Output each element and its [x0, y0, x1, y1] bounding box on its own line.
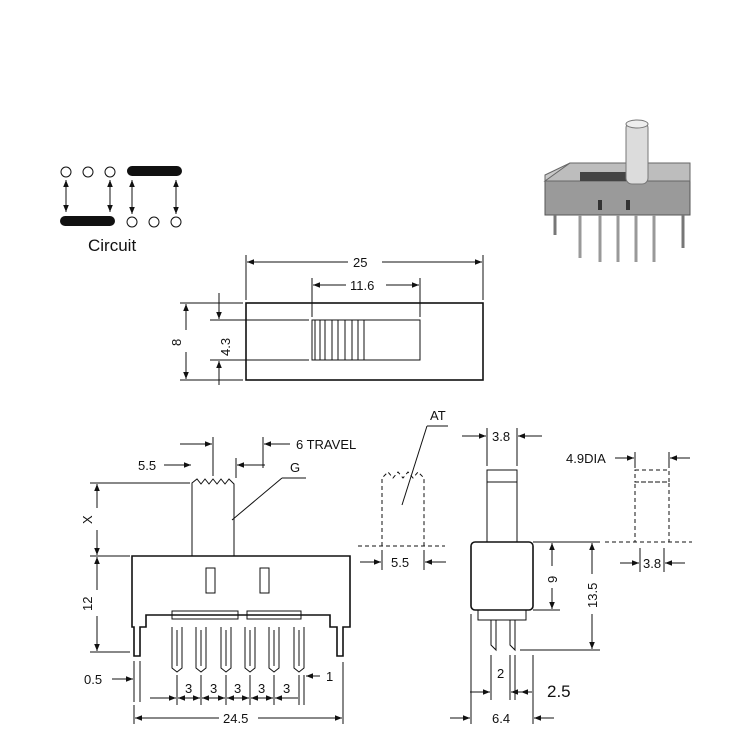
- dia-label: 4.9DIA: [566, 451, 606, 466]
- pitch-label: 3: [210, 681, 217, 696]
- body-height-label: 12: [80, 597, 95, 611]
- pitch-label: 3: [283, 681, 290, 696]
- knob-g-label: G: [290, 460, 300, 475]
- knob-offset-label: 5.5: [138, 458, 156, 473]
- travel-label: 6 TRAVEL: [296, 437, 356, 452]
- top-width-label: 25: [353, 255, 367, 270]
- at-detail: AT 5.5: [358, 408, 448, 570]
- circuit-schematic: Circuit: [60, 166, 182, 255]
- knob-width-label: 3.8: [492, 429, 510, 444]
- product-photo: [543, 119, 691, 262]
- pin-width-label: 0.5: [84, 672, 102, 687]
- front-pins: [171, 627, 305, 673]
- total-width-label: 24.5: [223, 711, 248, 726]
- dia-width-label: 3.8: [643, 556, 661, 571]
- pin-end-label: 1: [326, 669, 333, 684]
- side-total-width-label: 6.4: [492, 711, 510, 726]
- circuit-label: Circuit: [88, 236, 136, 255]
- at-label: AT: [430, 408, 446, 423]
- side-body-height-label: 9: [545, 576, 560, 583]
- top-height-label: 8: [169, 339, 184, 346]
- pitch-label: 3: [258, 681, 265, 696]
- pitch-label: 3: [185, 681, 192, 696]
- pin-offset-label: 2.5: [547, 682, 571, 701]
- pin-spacing-label: 2: [497, 666, 504, 681]
- slot-width-label: 11.6: [350, 278, 374, 293]
- dia-detail: 4.9DIA 3.8: [566, 451, 692, 572]
- side-total-height-label: 13.5: [585, 583, 600, 608]
- knob-height-label: X: [80, 515, 95, 524]
- top-view: 25 11.6 8 4.3: [169, 255, 484, 385]
- at-width-label: 5.5: [391, 555, 409, 570]
- side-view: 3.8 9 13.5 2 2.5 6.4: [450, 428, 600, 726]
- front-view: 6 TRAVEL 5.5 G X 12 0.5: [80, 437, 356, 726]
- pitch-label: 3: [234, 681, 241, 696]
- slot-height-label: 4.3: [218, 338, 233, 356]
